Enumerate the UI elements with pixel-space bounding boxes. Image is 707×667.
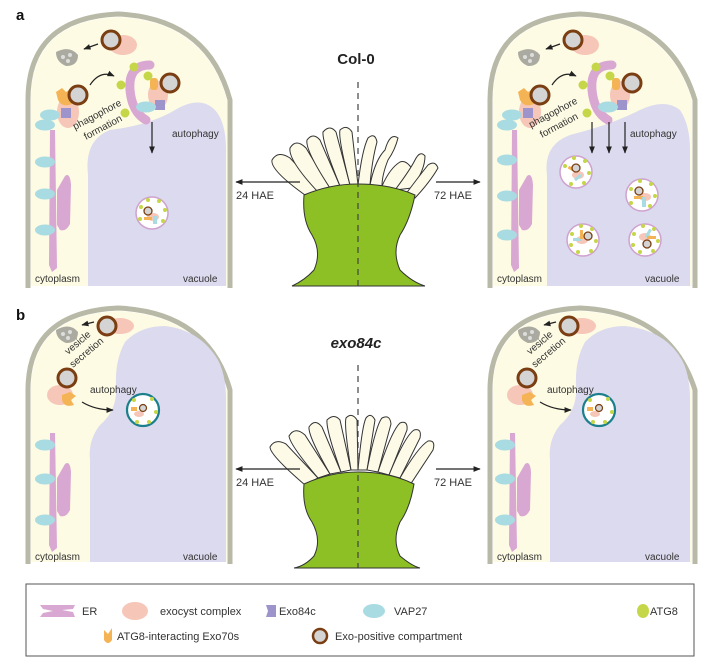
exo84c [61,108,71,118]
er [49,130,71,272]
legend-item-atg8: ATG8 [637,604,678,618]
vacuole [549,326,690,562]
vap27 [35,156,55,168]
legend-label-atg8: ATG8 [650,606,678,618]
er [509,433,531,552]
legend-item-er: ER [40,605,97,618]
timepoint-left-a: 24 HAE [236,190,274,202]
autophagic-body [125,392,161,428]
autophagy-label: autophagy [547,385,594,396]
vap27 [35,188,55,200]
timepoint-right-b: 72 HAE [434,477,472,489]
papillae-72hae [357,135,439,199]
legend-label-exo70: ATG8-interacting Exo70s [117,631,240,643]
stigma-body [291,183,426,287]
pistil-exo84c [269,365,435,569]
cell-a-24hae: phagophore formation autophagy cytoplasm… [25,11,233,288]
autophagy-label: autophagy [630,129,677,140]
stigma-body [293,471,421,569]
cytoplasm-label: cytoplasm [497,552,542,563]
phagophore [125,60,155,125]
atg8-icon [637,604,649,618]
cytoplasm-label: cytoplasm [497,274,542,285]
vap27-icon [363,604,385,618]
exocyst-complex-icon [122,602,148,620]
papillae [269,414,435,486]
er-icon [40,605,75,617]
legend-item-exo-compartment: Exo-positive compartment [311,627,462,645]
vap27 [136,101,156,113]
cell-wall [487,11,698,288]
autophagic-body [625,178,659,212]
exo-positive-compartment [159,72,181,94]
cell-a-72hae: phagophore formation autophagy [487,11,698,288]
autophagy-label: autophagy [90,385,137,396]
vacuole-label: vacuole [645,274,680,285]
cell-b-72hae: vesicle secretion autophagy cytoplasm va… [487,305,698,564]
legend-box [25,583,695,657]
atg8 [116,80,126,90]
timepoint-right-a: 72 HAE [434,190,472,202]
vacuole-label: vacuole [645,552,680,563]
legend-label-er: ER [82,606,97,618]
autophagic-body [628,223,662,257]
exo-positive-compartment [67,84,89,106]
vacuole [89,326,226,562]
vap27 [35,224,55,236]
vap27 [35,119,55,131]
papillae-24hae [271,126,359,196]
er [49,433,71,552]
secretion-pit [56,49,78,66]
legend-label-exo-compartment: Exo-positive compartment [335,631,462,643]
panel-letter-a: a [16,7,25,24]
exo84c-icon [266,605,276,617]
legend-item-exo84c: Exo84c [266,605,316,618]
vacuole-label: vacuole [183,274,218,285]
cytoplasm-label: cytoplasm [35,552,80,563]
legend-item-exo70: ATG8-interacting Exo70s [104,628,240,643]
legend-label-exocyst: exocyst complex [160,606,242,618]
legend-item-vap27: VAP27 [363,604,427,618]
panel-letter-b: b [16,307,25,324]
atg8 [129,62,139,72]
legend-item-exocyst: exocyst complex [122,602,242,620]
vacuole-label: vacuole [183,552,218,563]
exo70-icon [104,628,112,643]
exo-positive-compartment [100,29,122,51]
autophagic-body [566,223,600,257]
legend: ER exocyst complex Exo84c VAP27 ATG8 ATG… [25,583,695,657]
pistil-col0 [271,82,439,287]
cell-wall [25,11,233,288]
vacuole [87,102,226,286]
genotype-label-b: exo84c [331,335,383,352]
genotype-label-a: Col-0 [337,51,375,68]
autophagic-body [135,196,169,230]
legend-label-vap27: VAP27 [394,606,427,618]
atg8 [120,108,130,118]
autophagic-body [581,392,617,428]
cytoplasm-label: cytoplasm [35,274,80,285]
timepoint-left-b: 24 HAE [236,477,274,489]
atg8 [143,71,153,81]
exo-positive-compartment-icon [311,627,329,645]
autophagy-label: autophagy [172,129,219,140]
legend-label-exo84c: Exo84c [279,606,316,618]
cell-b-24hae: vesicle secretion autophagy cytoplasm va… [25,305,233,564]
vap27 [40,109,60,121]
autophagic-body [559,155,593,189]
